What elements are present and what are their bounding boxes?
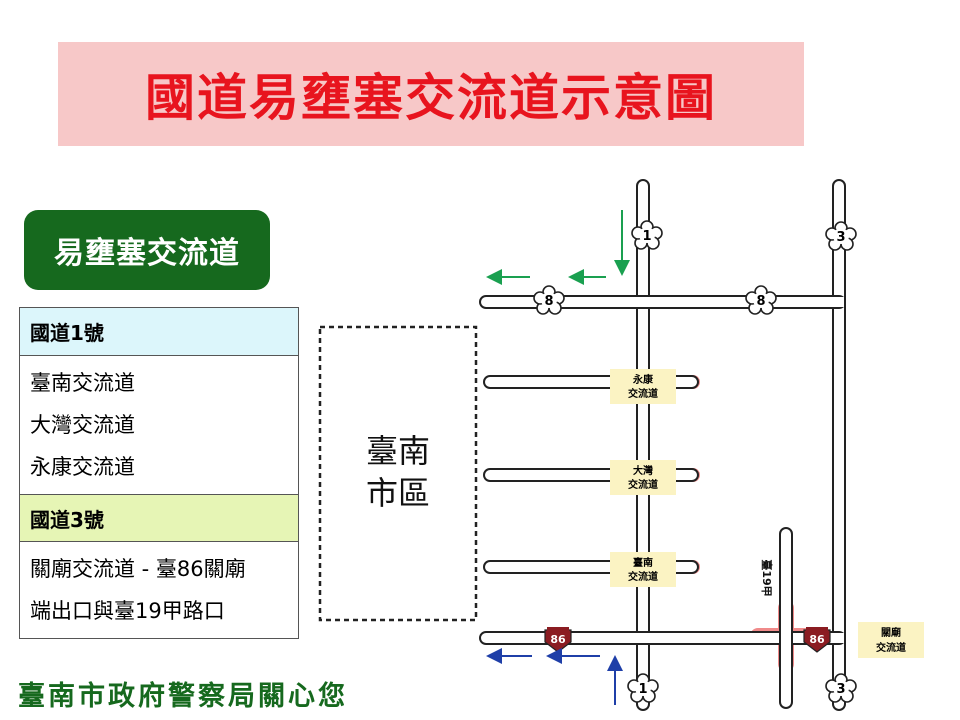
svg-text:3: 3 <box>836 230 845 245</box>
road86-shield-right-icon: 86 <box>803 627 831 653</box>
freeway1-road <box>636 179 650 711</box>
svg-text:8: 8 <box>756 294 765 309</box>
interchange-label: 永康 <box>632 373 654 386</box>
svg-text:1: 1 <box>642 229 651 244</box>
interchange-label: 交流道 <box>876 641 906 654</box>
interchange-label: 交流道 <box>628 387 658 400</box>
interchange-label: 交流道 <box>628 478 658 491</box>
road19-label: 臺19甲 <box>760 559 774 596</box>
freeway3-shield-top-icon: 3 <box>825 221 857 251</box>
footer-text: 臺南市政府警察局關心您 <box>18 681 348 712</box>
list-item: 大灣交流道 <box>30 413 135 437</box>
freeway3-shield-bottom-icon: 3 <box>825 673 857 703</box>
road19 <box>779 527 793 709</box>
title-banner: 國道易壅塞交流道示意圖 <box>58 42 804 146</box>
svg-text:86: 86 <box>809 633 825 646</box>
freeway1-shield-bottom-icon: 1 <box>627 673 659 703</box>
city-district-box <box>318 325 478 622</box>
svg-text:3: 3 <box>836 682 845 697</box>
interchange-label: 交流道 <box>628 570 658 583</box>
interchange-labels: 永康 交流道 大灣 交流道 臺南 交流道 關廟 交流道 <box>610 369 924 658</box>
table-section-freeway3: 關廟交流道 - 臺86關廟 端出口與臺19甲路口 <box>20 542 298 638</box>
interchange-table: 國道1號 臺南交流道 大灣交流道 永康交流道 國道3號 關廟交流道 - 臺86關… <box>19 307 299 639</box>
road8-shield-right-icon: 8 <box>745 285 777 315</box>
list-item: 永康交流道 <box>30 455 135 479</box>
road8-shield-left-icon: 8 <box>533 285 565 315</box>
table-section-freeway1: 臺南交流道 大灣交流道 永康交流道 <box>20 356 298 494</box>
interchange-label: 關廟 <box>881 626 901 639</box>
freeway3-road <box>832 179 846 711</box>
legend-button[interactable]: 易壅塞交流道 <box>24 210 270 290</box>
interchange-label: 大灣 <box>633 464 653 477</box>
svg-text:1: 1 <box>638 682 647 697</box>
road86-shield-left-icon: 86 <box>544 627 572 653</box>
table-header-freeway3: 國道3號 <box>20 494 298 542</box>
freeway1-shield-top-icon: 1 <box>631 220 663 250</box>
table-header-freeway1: 國道1號 <box>20 308 298 356</box>
city-label-line1: 臺南 <box>366 432 430 470</box>
svg-text:8: 8 <box>544 294 553 309</box>
roads <box>479 179 846 711</box>
list-item: 端出口與臺19甲路口 <box>30 599 225 623</box>
city-label-line2: 市區 <box>366 474 430 512</box>
svg-text:86: 86 <box>550 633 566 646</box>
list-item: 關廟交流道 - 臺86關廟 <box>30 557 246 581</box>
page-title: 國道易壅塞交流道示意圖 <box>145 69 717 127</box>
interchange-label: 臺南 <box>633 556 653 569</box>
list-item: 臺南交流道 <box>30 371 135 395</box>
